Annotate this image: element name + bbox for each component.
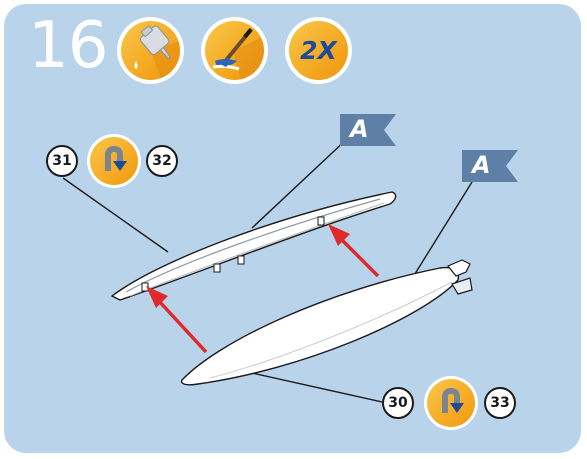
leader-line-flag-a-upper — [251, 137, 349, 229]
quantity-label: 2X — [300, 36, 337, 65]
upper-half-part — [110, 191, 397, 301]
quantity-badge: 2X — [285, 17, 352, 84]
sprue-flag-icon — [462, 150, 518, 182]
rotate-arrow-icon — [442, 387, 464, 413]
glue-bottle-icon — [134, 25, 180, 80]
paint-badge — [201, 17, 268, 84]
assembly-arrow-right — [328, 224, 380, 278]
step-number: 16 — [28, 9, 108, 83]
flag-letter: A — [350, 115, 369, 143]
flag-letter: A — [472, 151, 491, 179]
rotate-badge-lower — [424, 376, 478, 430]
leader-line-31 — [62, 177, 169, 253]
rotate-badge-upper — [87, 134, 141, 188]
paint-brush-icon — [212, 27, 264, 80]
part-callout-31: 31 — [46, 145, 78, 177]
sprue-flag-upper: A — [340, 112, 396, 148]
part-callout-33: 33 — [484, 387, 516, 419]
leader-line-30 — [251, 372, 383, 403]
assembly-arrow-left — [146, 286, 208, 354]
part-callout-30: 30 — [382, 387, 414, 419]
part-callout-32: 32 — [146, 145, 178, 177]
glue-badge — [117, 17, 184, 84]
lower-hull-part — [180, 259, 473, 386]
sprue-flag-lower: A — [462, 148, 518, 184]
rotate-arrow-icon — [105, 145, 127, 171]
sprue-flag-icon — [340, 114, 396, 146]
